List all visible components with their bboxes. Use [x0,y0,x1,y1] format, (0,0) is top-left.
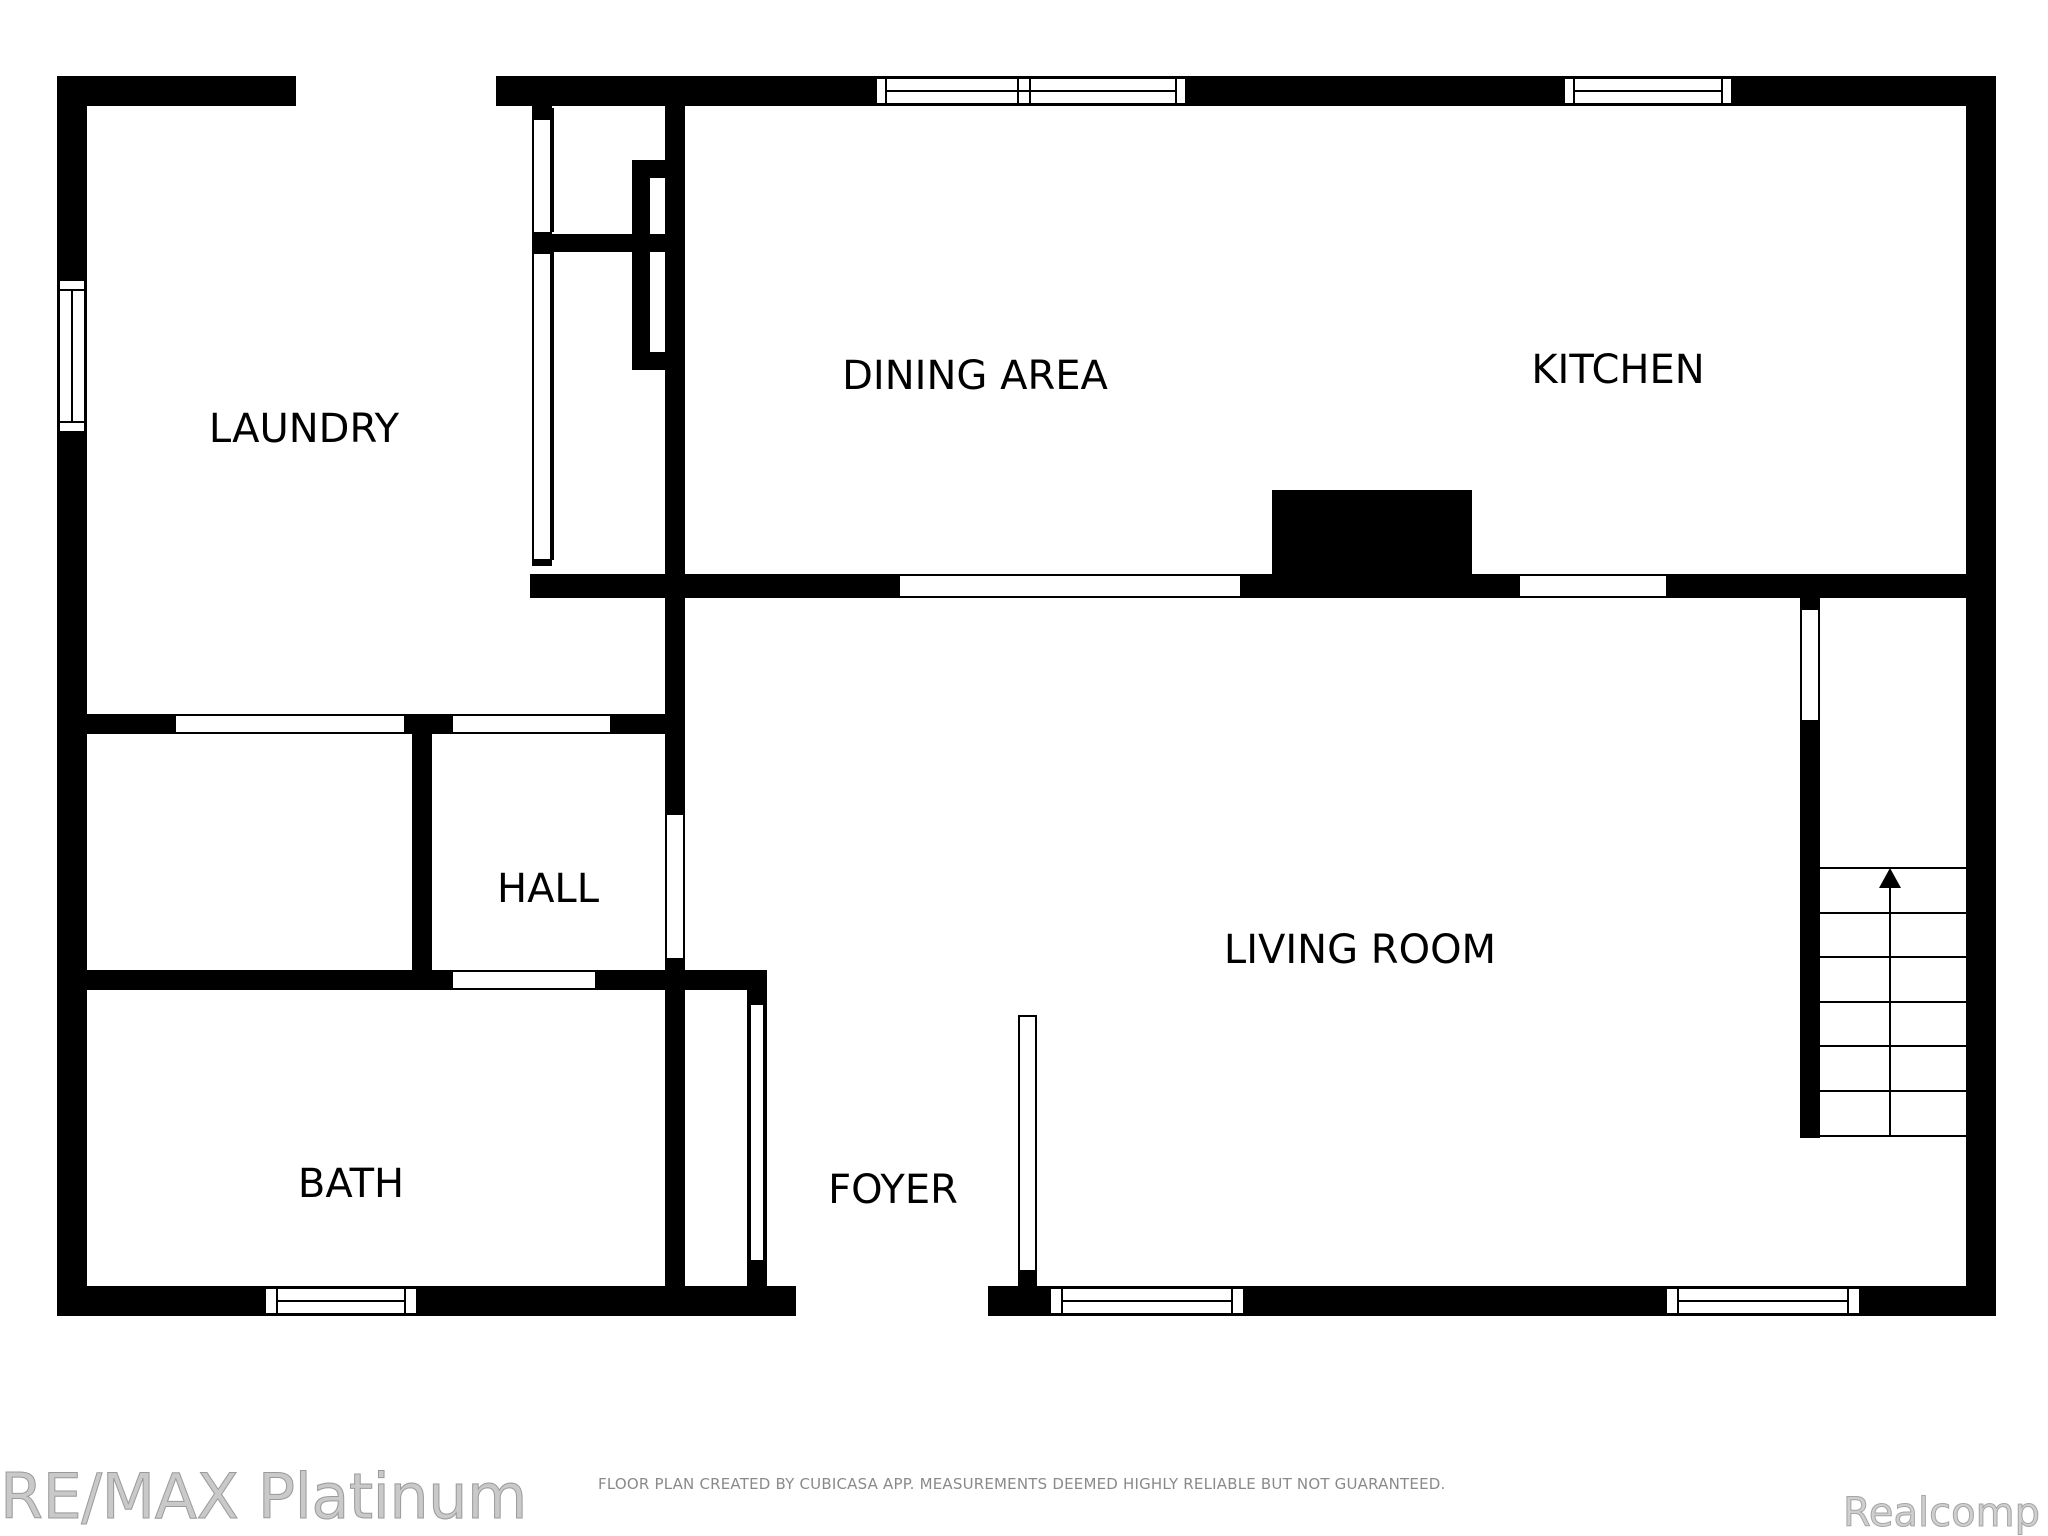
windows [58,77,1861,1315]
opening-outlines [552,108,1037,1290]
window-living-bottom-2 [1665,1287,1861,1315]
room-label-kitchen: KITCHEN [1531,347,1704,393]
window-bath-bottom [264,1287,418,1315]
room-label-dining: DINING AREA [842,353,1108,399]
source-watermark: Realcomp [1842,1490,2040,1536]
window-dining-top [875,77,1187,105]
room-label-living: LIVING ROOM [1224,927,1496,973]
window-living-bottom-1 [1049,1287,1245,1315]
stairs-arrow-icon [1879,868,1901,888]
openings [176,74,1818,1318]
room-label-bath: BATH [298,1161,404,1207]
window-kitchen-top [1563,77,1733,105]
disclaimer-text: FLOOR PLAN CREATED BY CUBICASA APP. MEAS… [598,1475,1446,1493]
room-label-foyer: FOYER [828,1167,958,1213]
window-laundry-left [58,279,86,433]
brand-watermark: RE/MAX Platinum [0,1460,528,1534]
stairs [1820,867,1966,1137]
room-label-laundry: LAUNDRY [209,406,400,452]
room-label-hall: HALL [497,866,600,912]
